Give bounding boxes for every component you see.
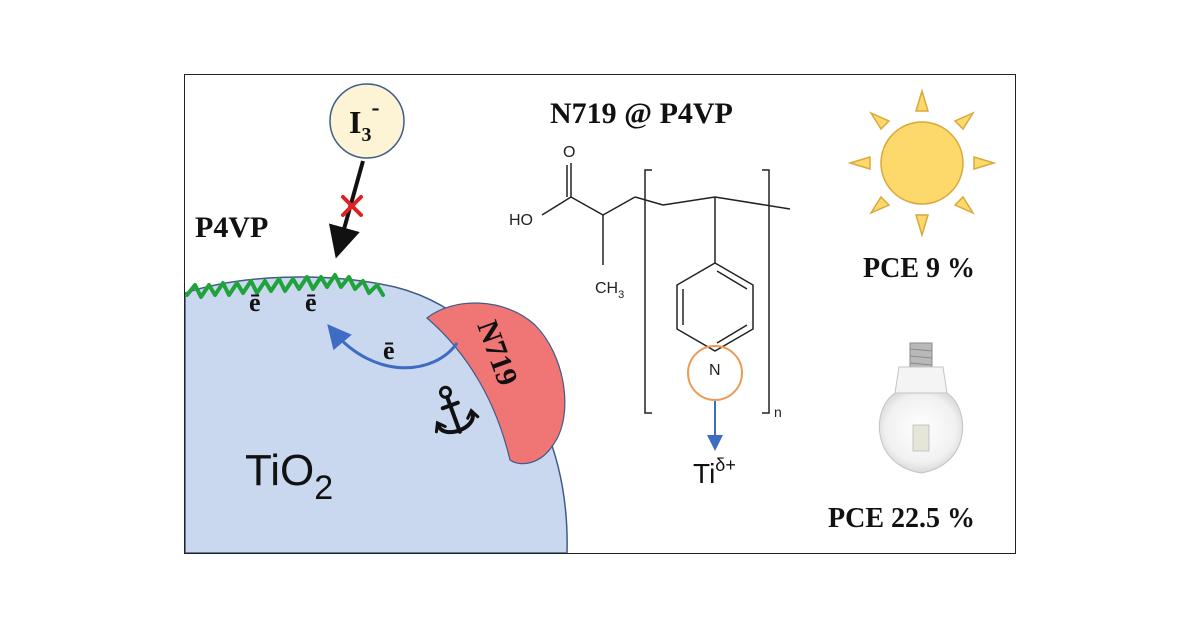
nitrogen-highlight-ring	[687, 345, 743, 401]
light-bulb-icon	[878, 342, 964, 474]
n719-dye-shape	[426, 302, 566, 465]
graphical-abstract: I3- P4VP ē ē ē N719 TiO2 N719 @ P4VP	[185, 83, 997, 553]
electron-3: ē	[383, 336, 395, 365]
hydroxyl-label: HO	[509, 212, 533, 229]
p4vp-structure	[541, 163, 791, 414]
bulb-pce: PCE 22.5 %	[828, 503, 975, 534]
anchor-icon	[434, 385, 480, 434]
electron-2: ē	[305, 288, 317, 317]
repeat-unit-label: n	[774, 404, 782, 420]
oxygen-label: O	[563, 144, 575, 161]
nitrogen-label: N	[709, 362, 721, 379]
p4vp-label: P4VP	[195, 211, 268, 244]
figure-frame: I3- P4VP ē ē ē N719 TiO2 N719 @ P4VP	[184, 74, 1016, 554]
tio2-label: TiO2	[245, 446, 333, 507]
electron-1: ē	[249, 288, 261, 317]
sun-icon	[847, 88, 997, 238]
cross-icon	[341, 195, 363, 217]
sun-pce: PCE 9 %	[863, 253, 975, 284]
electron-injection-arrow	[327, 324, 459, 370]
p4vp-polymer-chain	[185, 273, 385, 299]
ti-delta-label: Tiδ+	[693, 455, 736, 489]
i3-electrolyte-circle	[329, 83, 405, 159]
methyl-label: CH3	[595, 280, 624, 301]
page-title: N719 @ P4VP	[550, 97, 733, 130]
i3-label: I3-	[349, 95, 379, 146]
